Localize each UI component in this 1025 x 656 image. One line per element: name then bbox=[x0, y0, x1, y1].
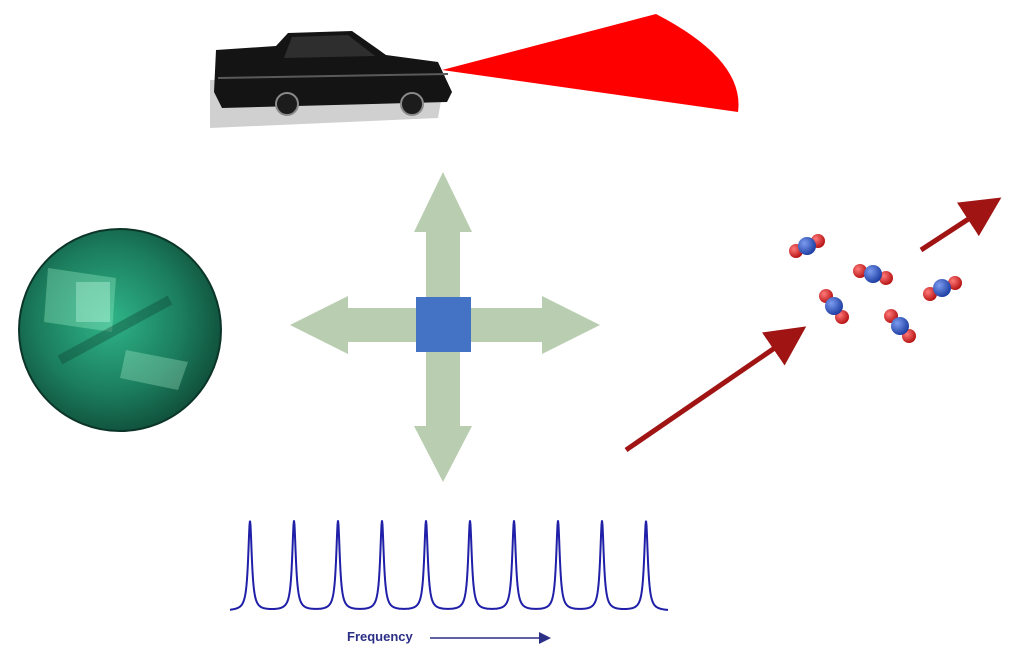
co2-molecule-icon bbox=[789, 234, 825, 258]
radar-beam-icon bbox=[442, 14, 739, 112]
co2-molecule-icon bbox=[884, 309, 916, 343]
co2-molecule-icon bbox=[923, 276, 962, 301]
green-disk-icon bbox=[18, 228, 222, 432]
co2-molecule-icon bbox=[819, 289, 849, 324]
frequency-comb-icon bbox=[230, 520, 668, 611]
co2-molecule-icon bbox=[853, 264, 893, 285]
center-square-icon bbox=[416, 297, 471, 352]
laser-arrow-in bbox=[624, 326, 807, 453]
car-icon bbox=[210, 31, 452, 128]
frequency-label: Frequency bbox=[347, 629, 413, 644]
laser-arrow-out bbox=[919, 197, 1002, 253]
